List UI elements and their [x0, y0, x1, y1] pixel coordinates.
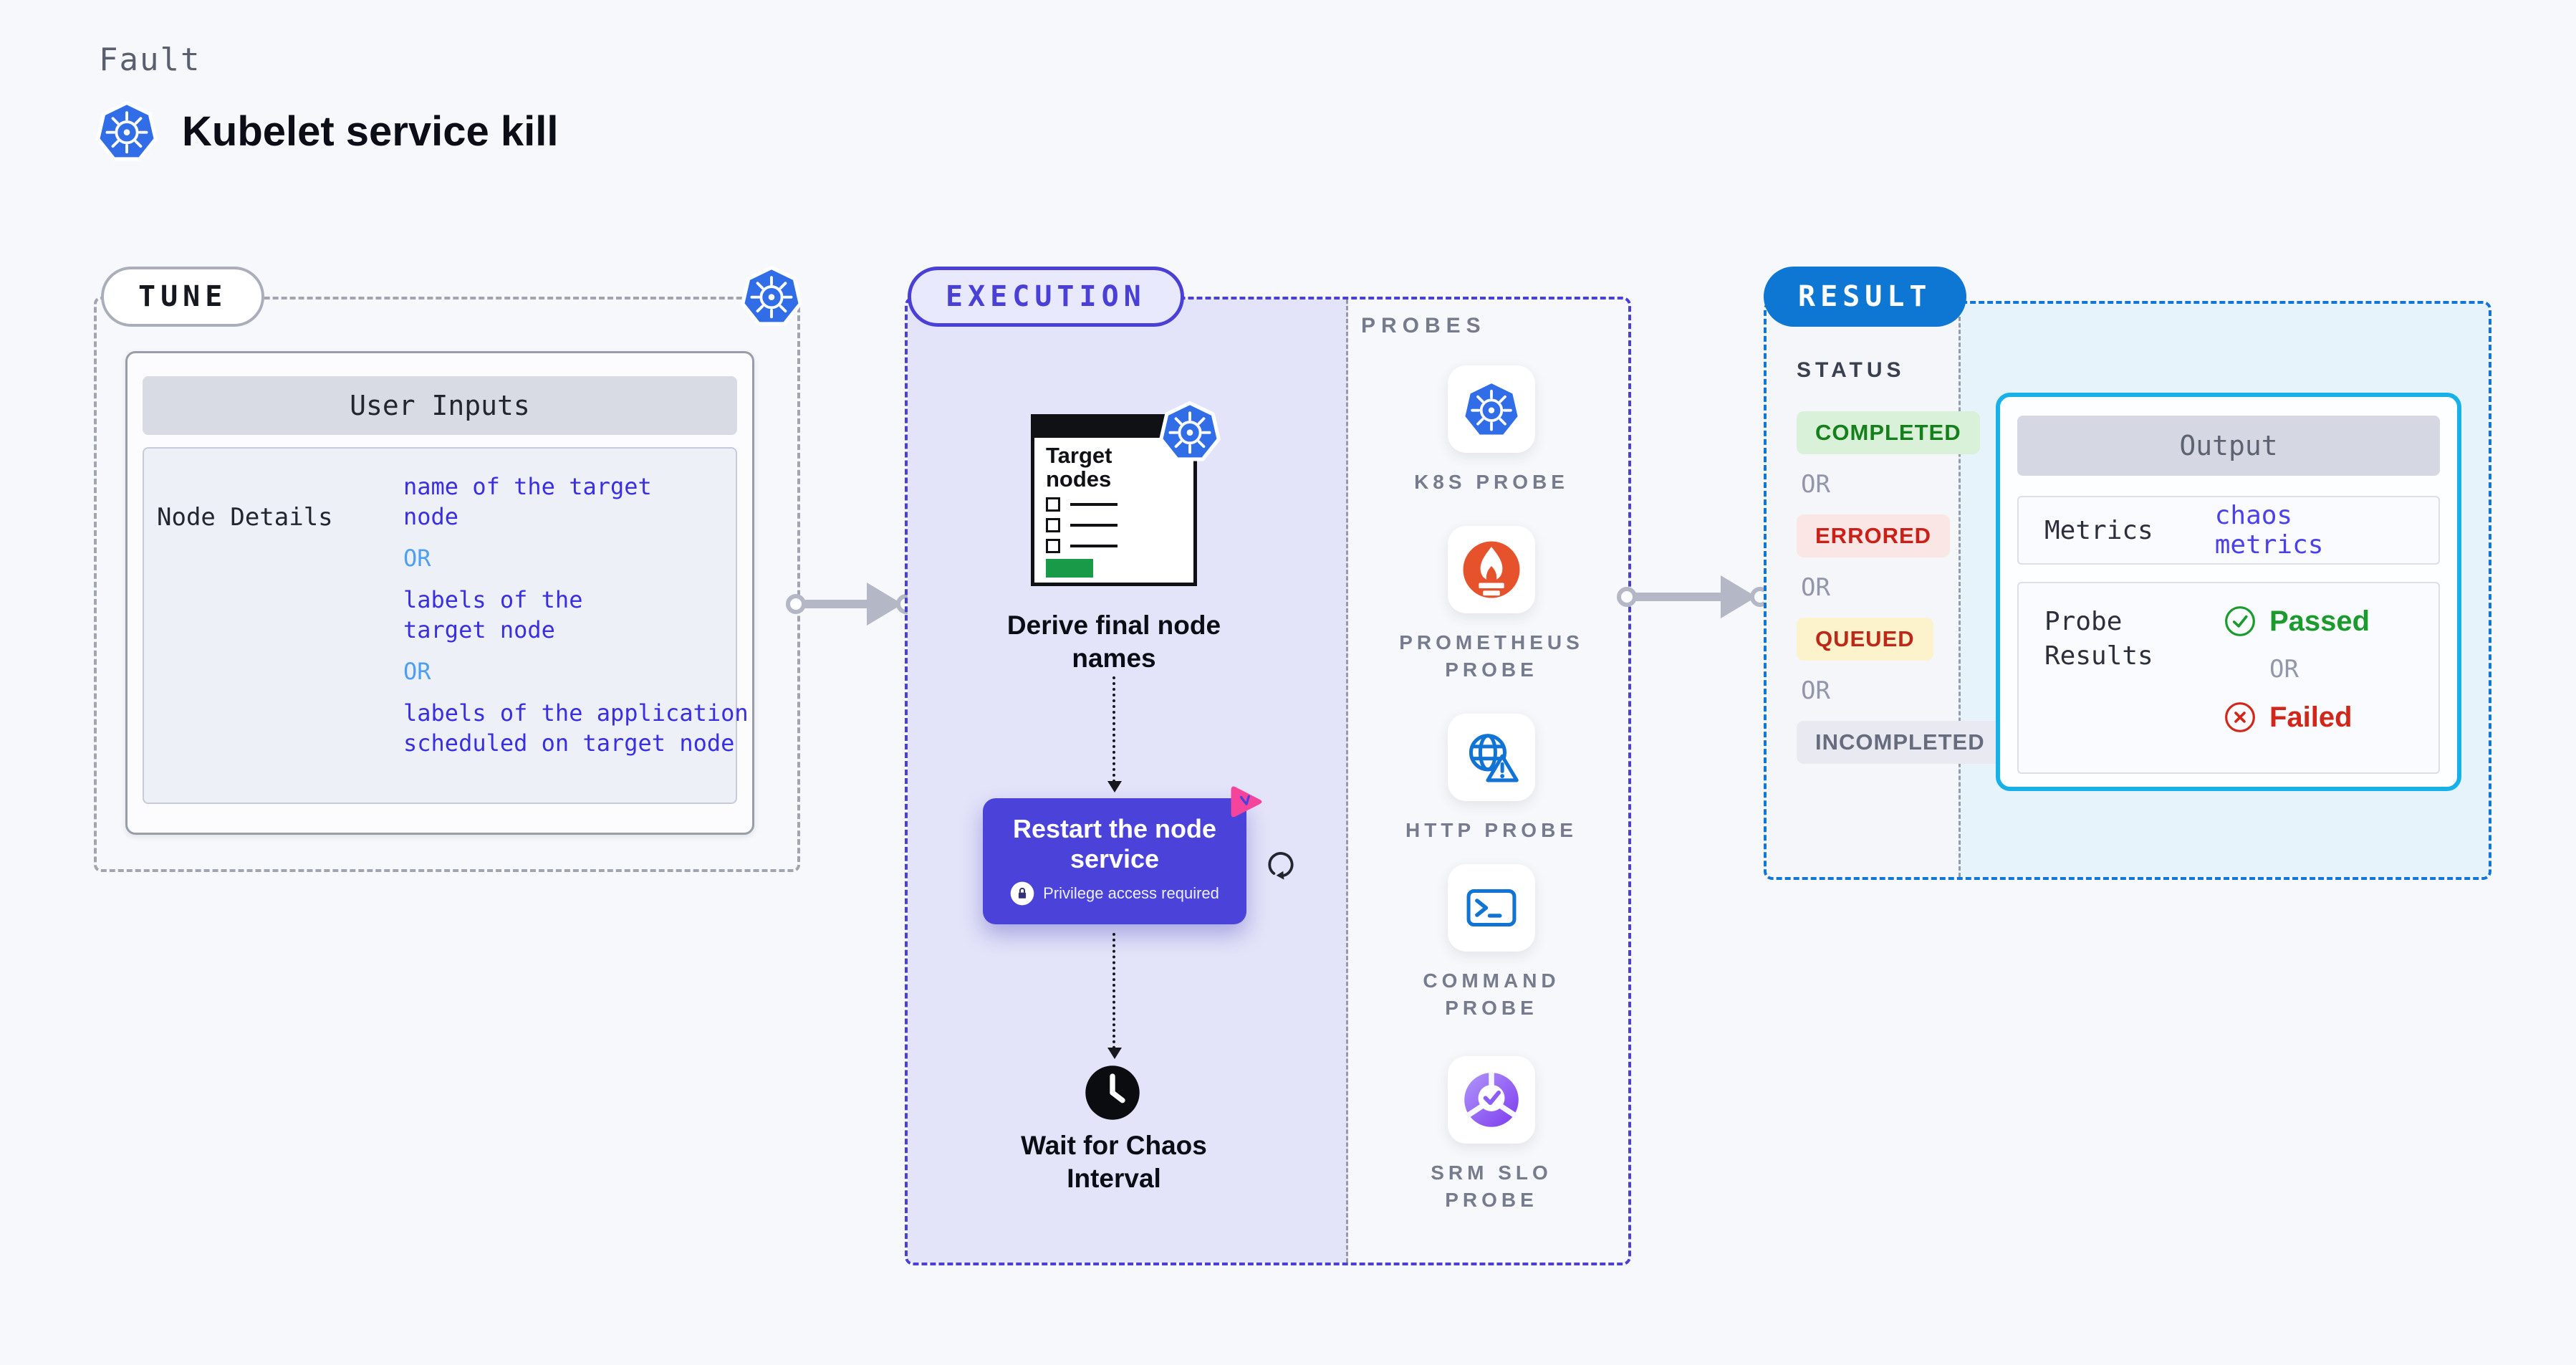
status-badge-incompleted: INCOMPLETED [1797, 721, 2004, 764]
execution-pill: EXECUTION [908, 267, 1184, 327]
input-option: name of the target node [403, 473, 652, 530]
chaos-litmus-icon [1226, 782, 1265, 821]
metrics-row: Metrics chaos metrics [2017, 496, 2440, 565]
green-button-placeholder [1046, 559, 1093, 578]
checkbox-icon [1046, 539, 1060, 553]
tune-panel [94, 297, 800, 872]
probe-results-values: Passed OR Failed [2224, 605, 2370, 751]
probes-label: PROBES [1361, 314, 1486, 337]
or-separator: OR [1801, 676, 1830, 705]
passed-result: Passed [2224, 605, 2370, 638]
checkbox-icon [1046, 497, 1060, 512]
output-header: Output [2017, 416, 2440, 476]
or-separator: OR [1801, 470, 1830, 499]
node-details-values: name of the target node OR labels of the… [403, 471, 776, 770]
or-separator: OR [1801, 573, 1830, 602]
kubernetes-icon [96, 100, 158, 162]
flow-arrow-down [1107, 933, 1122, 1059]
flow-arrow-down [1107, 676, 1122, 792]
probe-prometheus: PROMETHEUS PROBE [1397, 526, 1586, 684]
probe-card [1448, 864, 1535, 952]
checkbox-icon [1046, 518, 1060, 532]
probe-label: COMMAND PROBE [1423, 969, 1560, 1019]
status-label: STATUS [1797, 358, 1905, 382]
target-nodes-card: Target nodes [1031, 414, 1197, 586]
clock-icon [1083, 1063, 1142, 1122]
status-badge-queued: QUEUED [1797, 618, 1933, 661]
failed-result: Failed [2224, 701, 2370, 734]
x-circle-icon [2224, 701, 2257, 734]
node-list-item [1046, 518, 1193, 532]
metrics-label: Metrics [2044, 515, 2153, 545]
or-separator: OR [403, 545, 431, 572]
page-header: Kubelet service kill [96, 100, 558, 162]
probe-label: K8S PROBE [1414, 471, 1569, 493]
status-column: STATUS COMPLETED OR ERRORED OR QUEUED OR… [1797, 358, 2004, 780]
tune-pill: TUNE [101, 267, 265, 327]
probe-http: HTTP PROBE [1397, 714, 1586, 844]
input-option: labels of the application scheduled on t… [403, 699, 749, 757]
execution-to-result-arrow [1617, 575, 1770, 618]
probe-card [1448, 365, 1535, 453]
kubernetes-icon [741, 265, 802, 327]
or-separator: OR [2269, 655, 2299, 684]
lock-icon [1010, 881, 1034, 906]
restart-service-card: Restart the node service Privilege acces… [983, 798, 1246, 924]
status-badge-completed: COMPLETED [1797, 411, 1980, 454]
status-badge-errored: ERRORED [1797, 514, 1951, 557]
page-title: Kubelet service kill [182, 107, 559, 155]
probe-k8s: K8S PROBE [1397, 365, 1586, 496]
prometheus-icon [1461, 540, 1522, 600]
probe-card [1448, 714, 1535, 801]
kubernetes-icon [1159, 401, 1221, 462]
kubernetes-icon [1461, 379, 1522, 439]
user-inputs-card: User Inputs Node Details name of the tar… [125, 351, 754, 835]
probe-results-row: Probe Results Passed OR Failed [2017, 582, 2440, 774]
result-pill: RESULT [1764, 267, 1966, 327]
failed-label: Failed [2269, 701, 2352, 733]
probe-label: PROMETHEUS PROBE [1399, 631, 1584, 681]
globe-warning-icon [1461, 727, 1522, 787]
tune-to-execution-arrow [786, 583, 915, 626]
user-inputs-header: User Inputs [143, 376, 737, 435]
metrics-value: chaos metrics [2214, 501, 2324, 560]
or-separator: OR [403, 658, 431, 685]
node-list-item [1046, 539, 1193, 553]
probe-command: COMMAND PROBE [1397, 864, 1586, 1022]
target-card-title: Target nodes [1046, 443, 1112, 492]
probe-card [1448, 1056, 1535, 1144]
passed-label: Passed [2269, 605, 2370, 637]
privilege-note: Privilege access required [983, 881, 1246, 906]
slo-pie-check-icon [1461, 1070, 1522, 1130]
line-placeholder [1070, 524, 1118, 527]
wait-step-label: Wait for Chaos Interval [1021, 1131, 1207, 1193]
input-option: labels of the target node [403, 586, 583, 643]
line-placeholder [1070, 545, 1118, 547]
terminal-icon [1461, 878, 1522, 938]
probe-card [1448, 526, 1535, 613]
restart-service-title: Restart the node service [1012, 814, 1217, 873]
node-list-item [1046, 497, 1193, 512]
privilege-note-text: Privilege access required [1043, 884, 1219, 902]
fault-kicker: Fault [99, 42, 201, 78]
derive-step-label: Derive final node names [1006, 610, 1221, 673]
probe-results-label: Probe Results [2044, 607, 2153, 671]
user-inputs-body: Node Details name of the target node OR … [143, 447, 749, 804]
check-circle-icon [2224, 605, 2257, 638]
retry-loop-icon [1261, 844, 1299, 883]
probe-srm-slo: SRM SLO PROBE [1397, 1056, 1586, 1214]
probe-label: SRM SLO PROBE [1431, 1162, 1552, 1211]
probe-label: HTTP PROBE [1405, 819, 1577, 841]
line-placeholder [1070, 503, 1118, 506]
output-card: Output Metrics chaos metrics Probe Resul… [1996, 393, 2461, 791]
node-details-label: Node Details [157, 503, 333, 532]
